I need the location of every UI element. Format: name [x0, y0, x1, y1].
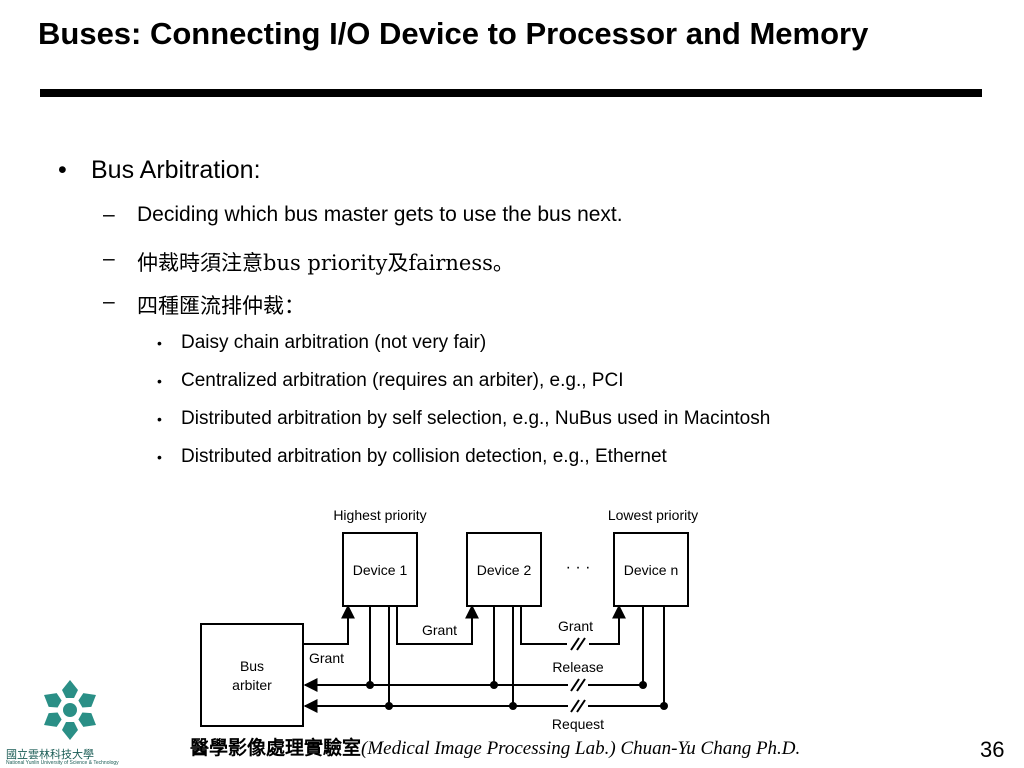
- request-break: [570, 699, 580, 713]
- device-n-box: [613, 532, 689, 607]
- sub-item-text: Deciding which bus master gets to use th…: [137, 203, 623, 226]
- device-2-label: Device 2: [477, 562, 532, 578]
- bullet-mark: •: [58, 156, 67, 184]
- sub-item-text: 仲裁時須注意bus priority及fairness。: [137, 251, 514, 275]
- sub-sub-item-text: Distributed arbitration by collision det…: [181, 446, 667, 467]
- bullet-mark: •: [157, 411, 162, 427]
- grant-line-3: [520, 606, 567, 645]
- university-name-cjk: 國立雲林科技大學: [6, 749, 94, 761]
- bullet-mark: •: [157, 373, 162, 389]
- university-name-en: National Yunlin University of Science & …: [6, 760, 119, 766]
- device-1-box: [342, 532, 418, 607]
- bullet-mark: •: [157, 449, 162, 465]
- dash-mark: –: [103, 247, 115, 270]
- junction-dot: [509, 702, 517, 710]
- request-label: Request: [552, 716, 604, 732]
- title-underline: [40, 89, 982, 97]
- university-logo-icon: [40, 680, 100, 740]
- sub-sub-item-text: Distributed arbitration by self selectio…: [181, 408, 771, 429]
- release-break: [570, 678, 580, 692]
- grant-line-4: [589, 604, 626, 645]
- junction-dot: [385, 702, 393, 710]
- grant-label-right: Grant: [558, 618, 593, 634]
- grant-line-2: [396, 604, 479, 645]
- arbiter-label-line1: Bus: [240, 658, 264, 674]
- device-2-box: [466, 532, 542, 607]
- request-break: [576, 699, 586, 713]
- lowest-priority-label: Lowest priority: [608, 507, 698, 523]
- junction-dot: [639, 681, 647, 689]
- arbiter-label-line2: arbiter: [232, 677, 272, 693]
- grant-label-mid: Grant: [422, 622, 457, 638]
- device-n-label: Device n: [624, 562, 678, 578]
- grant-line-1: [303, 604, 355, 645]
- junction-dot: [660, 702, 668, 710]
- footer-lab-en: (Medical Image Processing Lab.) Chuan-Yu…: [361, 738, 801, 759]
- junction-dot: [490, 681, 498, 689]
- page-number: 36: [980, 737, 1005, 762]
- release-label: Release: [552, 659, 604, 675]
- bus-arbiter-box: [200, 623, 304, 727]
- ellipsis: · · ·: [566, 559, 591, 576]
- highest-priority-label: Highest priority: [333, 507, 426, 523]
- grant-label-left: Grant: [309, 650, 344, 666]
- dash-mark: –: [103, 290, 115, 313]
- junction-dot: [366, 681, 374, 689]
- release-break: [576, 678, 586, 692]
- sub-sub-item-text: Centralized arbitration (requires an arb…: [181, 370, 624, 391]
- footer-lab-cjk: 醫學影像處理實驗室: [190, 737, 362, 759]
- dash-mark: –: [103, 203, 115, 226]
- slide-title: Buses: Connecting I/O Device to Processo…: [38, 16, 869, 51]
- sub-sub-item-text: Daisy chain arbitration (not very fair): [181, 332, 487, 353]
- grant-break: [576, 637, 586, 651]
- grant-break: [570, 637, 580, 651]
- device-1-label: Device 1: [353, 562, 408, 578]
- bullet-mark: •: [157, 335, 162, 351]
- sub-item-text: 四種匯流排仲裁：: [137, 294, 305, 318]
- footer-credit: 醫學影像處理實驗室(Medical Image Processing Lab.)…: [190, 733, 800, 760]
- bullet-text: Bus Arbitration:: [91, 156, 261, 184]
